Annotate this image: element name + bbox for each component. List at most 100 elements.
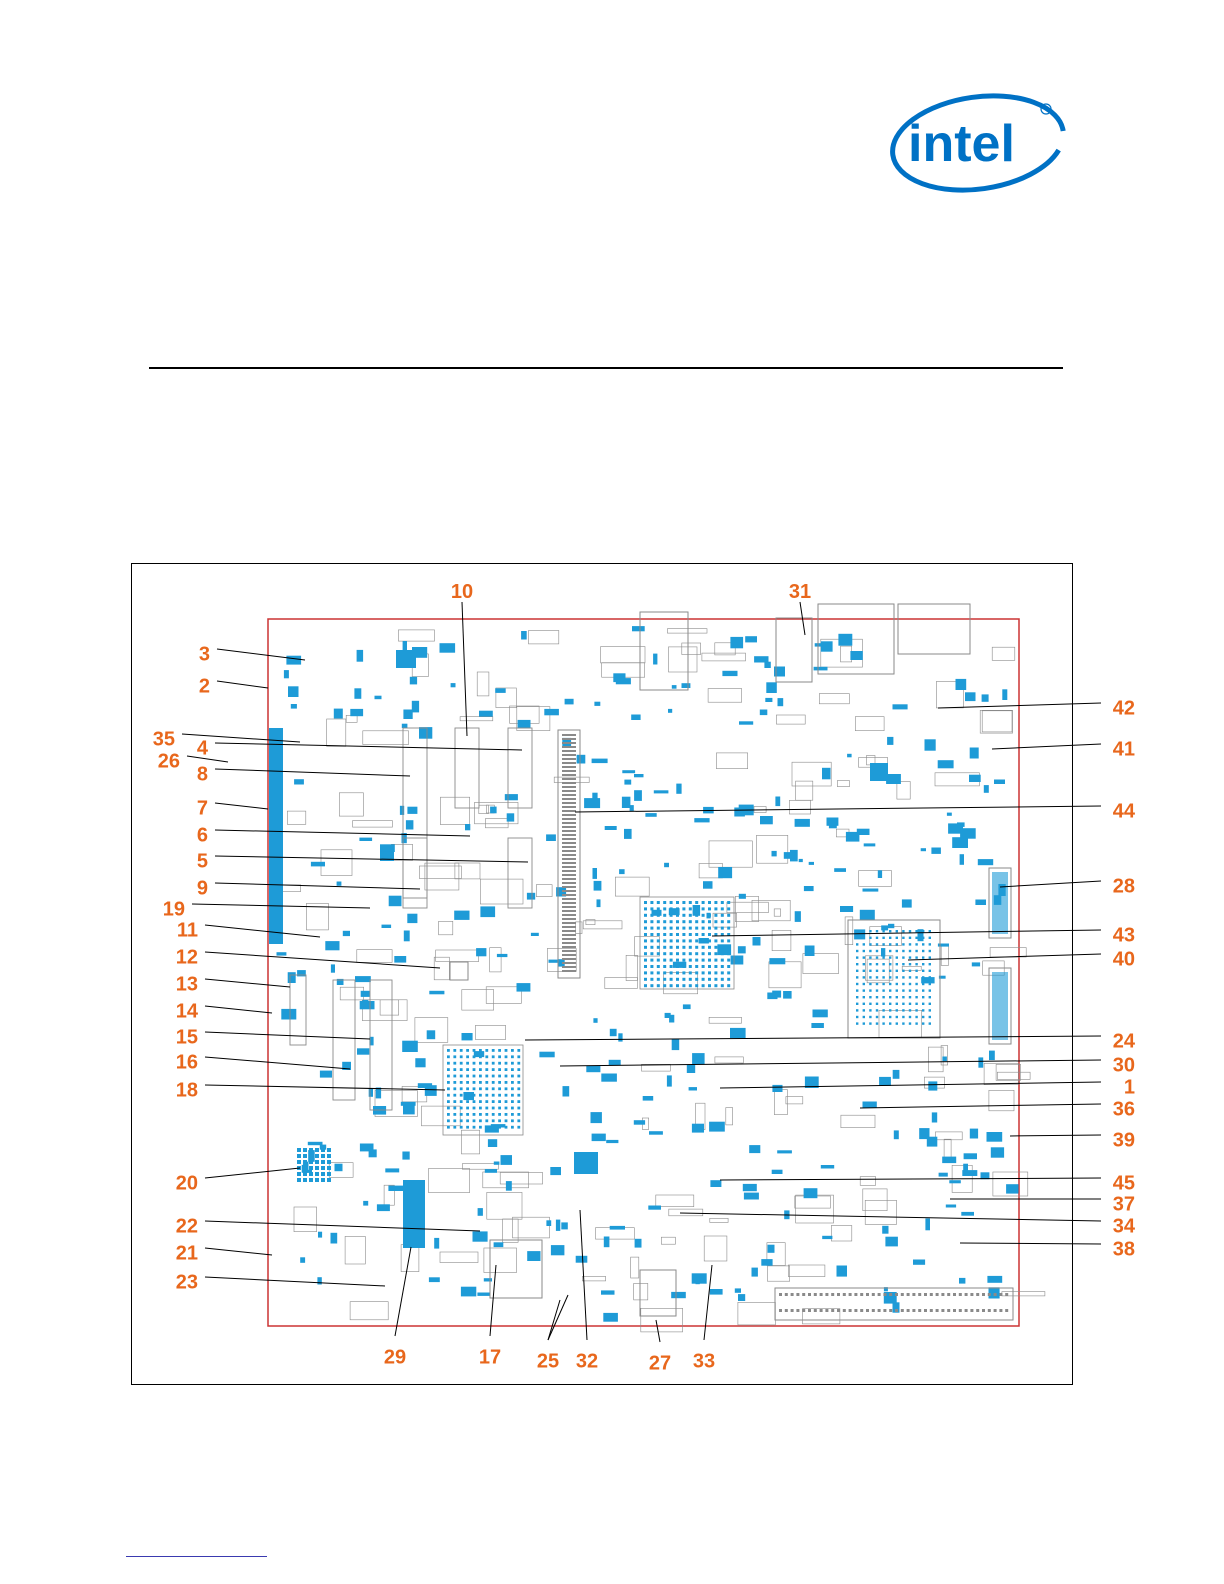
smd-component bbox=[760, 816, 773, 824]
bga-ball bbox=[727, 978, 730, 981]
header-pin bbox=[970, 1309, 973, 1312]
header-pin bbox=[802, 1293, 805, 1296]
smd-component bbox=[671, 1292, 686, 1298]
footprint-outline bbox=[841, 1115, 875, 1128]
callout-4: 4 bbox=[197, 737, 209, 759]
callout-9: 9 bbox=[197, 877, 208, 899]
smd-component bbox=[478, 1208, 483, 1216]
socket-pin bbox=[929, 989, 931, 991]
smd-component bbox=[822, 1236, 832, 1239]
footprint-outline bbox=[480, 879, 523, 904]
bga-ball bbox=[466, 1087, 469, 1090]
smd-component bbox=[407, 807, 417, 814]
smd-component bbox=[643, 1096, 654, 1101]
socket-pin bbox=[922, 937, 924, 939]
footprint-outline bbox=[902, 966, 921, 970]
socket-pin bbox=[882, 976, 884, 978]
smd-component bbox=[517, 983, 531, 992]
callout-45: 45 bbox=[1113, 1172, 1135, 1194]
callout-42: 42 bbox=[1113, 697, 1135, 719]
bga-ball bbox=[702, 901, 705, 904]
callout-34: 34 bbox=[1113, 1215, 1136, 1237]
bga-ball bbox=[315, 1154, 319, 1158]
connector-pin bbox=[562, 806, 576, 808]
bga-ball bbox=[663, 971, 666, 974]
smd-component bbox=[805, 946, 815, 957]
bga-ball bbox=[689, 920, 692, 923]
socket-pin bbox=[882, 1009, 884, 1011]
bga-ball bbox=[676, 901, 679, 904]
smd-component bbox=[975, 900, 986, 906]
socket-pin bbox=[863, 1022, 865, 1024]
smd-component bbox=[597, 899, 601, 907]
socket-pin bbox=[889, 970, 891, 972]
battery-holder bbox=[640, 1270, 676, 1316]
bga-ball bbox=[447, 1049, 450, 1052]
leader-line-30 bbox=[560, 1060, 1101, 1066]
smd-component bbox=[925, 739, 936, 750]
smd-component bbox=[840, 906, 853, 912]
bga-ball bbox=[460, 1100, 463, 1103]
header-pin bbox=[825, 1309, 828, 1312]
bga-ball bbox=[663, 946, 666, 949]
socket-pin bbox=[869, 943, 871, 945]
ic-chip bbox=[396, 650, 416, 668]
socket-pin bbox=[876, 950, 878, 952]
smd-component bbox=[419, 727, 432, 739]
bga-ball bbox=[689, 901, 692, 904]
smd-component bbox=[722, 671, 737, 676]
socket-pin bbox=[902, 1003, 904, 1005]
footprint-outline bbox=[859, 871, 892, 887]
bga-ball bbox=[473, 1087, 476, 1090]
header-pin bbox=[970, 1293, 973, 1296]
rear-io-connector bbox=[898, 604, 970, 654]
bga-ball bbox=[505, 1055, 508, 1058]
smd-component bbox=[494, 1242, 504, 1247]
bga-ball bbox=[702, 978, 705, 981]
smd-component bbox=[576, 1256, 588, 1263]
bga-ball bbox=[682, 920, 685, 923]
smd-component bbox=[970, 748, 979, 759]
bga-ball bbox=[721, 946, 724, 949]
bga-ball bbox=[492, 1100, 495, 1103]
bga-ball bbox=[695, 965, 698, 968]
socket-pin bbox=[929, 937, 931, 939]
connector-pin bbox=[562, 742, 576, 744]
footprint-outline bbox=[772, 930, 791, 950]
bga-ball bbox=[689, 978, 692, 981]
footprint-outline bbox=[460, 717, 493, 721]
callout-30: 30 bbox=[1113, 1054, 1135, 1076]
bga-ball bbox=[505, 1068, 508, 1071]
smd-component bbox=[369, 1149, 377, 1157]
bga-ball bbox=[498, 1081, 501, 1084]
leader-line-5 bbox=[215, 856, 528, 862]
socket-pin bbox=[902, 956, 904, 958]
bga-ball bbox=[466, 1094, 469, 1097]
smd-component bbox=[403, 1103, 415, 1114]
connector-pin bbox=[562, 778, 576, 780]
socket-pin bbox=[909, 983, 911, 985]
bga-ball bbox=[644, 920, 647, 923]
socket-pin bbox=[863, 963, 865, 965]
bga-ball bbox=[670, 965, 673, 968]
bga-ball bbox=[479, 1094, 482, 1097]
bga-ball bbox=[492, 1075, 495, 1078]
header-pin bbox=[941, 1293, 944, 1296]
socket-pin bbox=[896, 1022, 898, 1024]
footprint-outline bbox=[726, 1108, 733, 1125]
bga-ball bbox=[721, 959, 724, 962]
board bbox=[268, 604, 1045, 1332]
socket-pin bbox=[922, 976, 924, 978]
socket-pin bbox=[882, 1016, 884, 1018]
bga-ball bbox=[644, 946, 647, 949]
smd-component bbox=[527, 893, 535, 900]
smd-component bbox=[942, 1057, 947, 1062]
bga-ball bbox=[644, 952, 647, 955]
socket-pin bbox=[915, 983, 917, 985]
smd-component bbox=[357, 650, 364, 662]
bga-ball bbox=[708, 971, 711, 974]
connector-pin bbox=[562, 894, 576, 896]
socket-pin bbox=[915, 976, 917, 978]
bga-ball bbox=[473, 1113, 476, 1116]
